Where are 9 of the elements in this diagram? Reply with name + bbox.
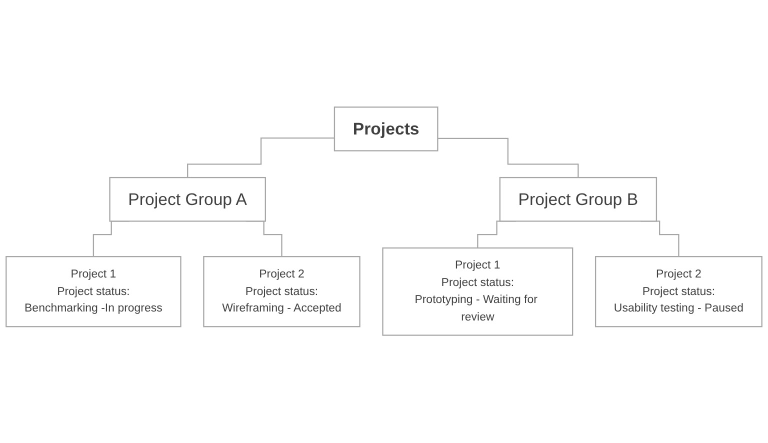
node-box: Project Group A [109,177,266,222]
connector [438,138,579,178]
node-box: Project 1 Project status: Prototyping - Waiting for review [382,248,574,336]
node-box: Project 1 Project status: Benchmarking -In progress [6,256,182,328]
node-box: Projects [334,106,438,152]
node-box: Project Group B [499,177,658,222]
node-box: Project 2 Project status: Wireframing - Accepted [203,256,360,328]
node-box: Project 2 Project status: Usability testing - Paused [594,256,762,328]
connector [187,138,334,178]
